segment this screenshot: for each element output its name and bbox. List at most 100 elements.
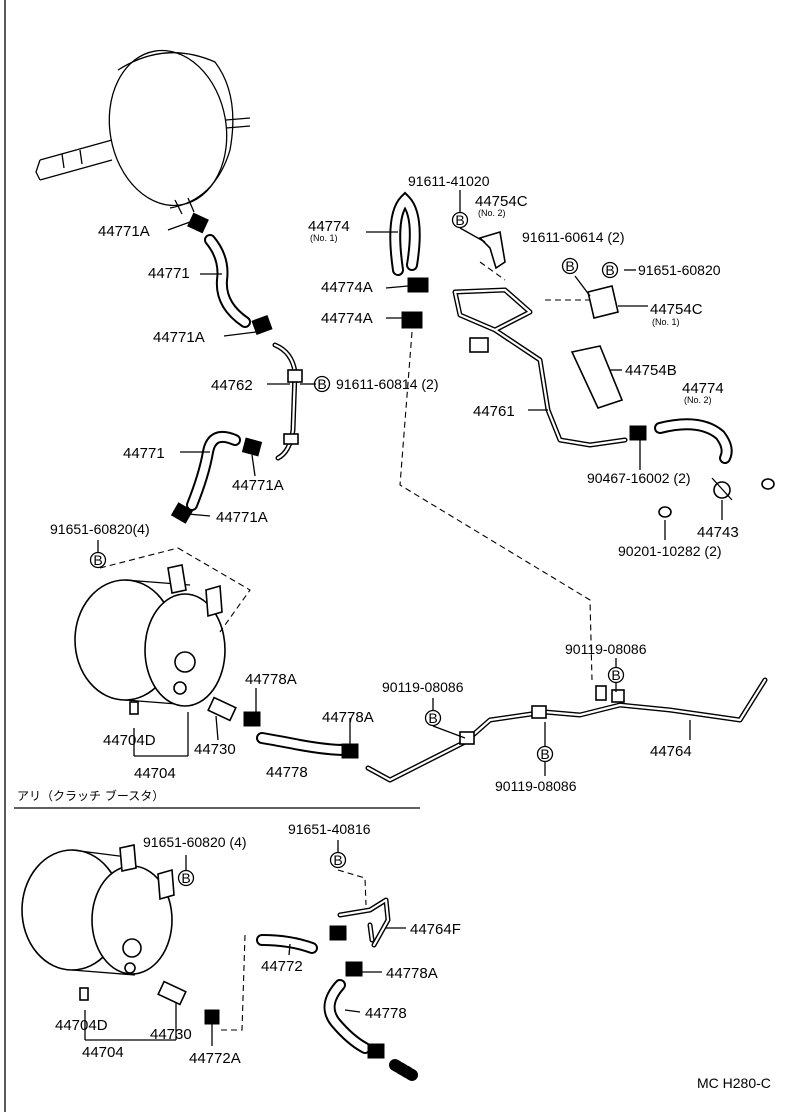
hose-44771-lower (186, 431, 241, 511)
bolt-symbol-91651-40816: B (329, 851, 347, 869)
label-44704-2: 44704 (82, 1044, 124, 1061)
label-44704D-2: 44704D (55, 1017, 108, 1034)
label-44778-2: 44778 (365, 1005, 407, 1022)
label-91651-40816: 91651-40816 (288, 821, 371, 837)
bracket-44754B (570, 345, 624, 409)
label-91651-60820: 91651-60820 (638, 262, 721, 278)
svg-text:B: B (455, 212, 464, 228)
clamp-44771A-2 (251, 315, 273, 335)
label-44704D-1: 44704D (103, 732, 156, 749)
label-91611-41020: 91611-41020 (408, 173, 490, 189)
label-44771-1: 44771 (148, 265, 190, 282)
bolt-symbol-91651-60820-4a: B (89, 551, 107, 569)
booster-44704-main (74, 564, 226, 715)
label-44754B: 44754B (625, 362, 677, 379)
label-91651-60820-4b: 91651-60820 (4) (143, 834, 247, 850)
svg-text:B: B (611, 667, 620, 683)
brake-booster (35, 49, 251, 215)
hose-44774-no1 (389, 191, 421, 276)
check-valve-44730-2 (157, 980, 187, 1006)
label-44730-1: 44730 (194, 741, 236, 758)
bracket-44754C-no2 (478, 230, 506, 270)
hose-44771-upper (204, 234, 251, 328)
bolt-symbol-90119-08086-b: B (607, 666, 625, 684)
bolt-symbol-91651-60820-a: B (601, 261, 619, 279)
bolt-symbol-91611-41020: B (451, 211, 469, 229)
svg-text:B: B (540, 746, 549, 762)
label-44774-no1-note: (No. 1) (310, 233, 338, 243)
section-title-clutch-booster: アリ（クラッチ ブースタ） (17, 788, 164, 803)
label-44771A-3: 44771A (232, 477, 284, 494)
label-44762: 44762 (211, 377, 253, 394)
label-44772: 44772 (261, 958, 303, 975)
clamp-44778A-1 (243, 711, 261, 727)
clamp-44778A-4 (367, 1043, 385, 1059)
label-44754C-no1-note: (No. 1) (652, 317, 680, 327)
label-44730-2: 44730 (150, 1026, 192, 1043)
label-90119-08086-a: 90119-08086 (382, 679, 464, 695)
svg-text:B: B (317, 376, 326, 392)
label-44704-1: 44704 (134, 765, 176, 782)
pipe-44761 (452, 287, 628, 448)
label-91651-60820-4: 91651-60820(4) (50, 521, 150, 537)
label-44754C-no2: 44754C (475, 193, 528, 210)
check-valve-44730 (207, 696, 237, 722)
hose-44774-no2 (654, 418, 733, 464)
valve-44743 (711, 477, 733, 501)
label-44774A-2: 44774A (321, 310, 373, 327)
clamp-44771A-3 (241, 437, 263, 457)
label-44774-no1: 44774 (308, 218, 350, 235)
clamp-90467-16002 (629, 425, 647, 441)
clamp-44778A-2 (341, 743, 359, 759)
svg-text:B: B (181, 870, 190, 886)
pipe-stub (389, 1059, 418, 1081)
label-44764: 44764 (650, 743, 692, 760)
svg-text:B: B (333, 852, 342, 868)
washer-90201-10282 (658, 478, 775, 518)
clamp-44774A-2 (401, 311, 423, 329)
clamp-44771A-4 (170, 502, 194, 524)
svg-text:B: B (93, 552, 102, 568)
label-44771A-4: 44771A (216, 509, 268, 526)
label-44774-no2-note: (No. 2) (684, 395, 712, 405)
hose-44778-2 (323, 979, 371, 1054)
diagram-code: MC H280-C (697, 1075, 771, 1091)
label-90467-16002: 90467-16002 (2) (587, 470, 691, 486)
svg-text:B: B (428, 710, 437, 726)
label-44771A-1: 44771A (98, 223, 150, 240)
label-44774-no2: 44774 (682, 380, 724, 397)
bolt-symbol-90119-08086-c: B (536, 745, 554, 763)
label-44754C-no1: 44754C (650, 301, 703, 318)
label-90201-10282: 90201-10282 (2) (618, 543, 722, 559)
clamp-44771A-1 (187, 212, 209, 234)
part-labels: 44771A 44771 44771A 44762 91611-60814 (2… (17, 173, 771, 1091)
dash-route-top (399, 331, 593, 681)
label-91611-60614: 91611-60614 (2) (522, 229, 624, 245)
label-44761: 44761 (473, 403, 515, 420)
label-44778A-3: 44778A (386, 965, 438, 982)
bolt-symbol-91611-60814: B (313, 375, 331, 393)
pipe-44764F (329, 897, 391, 948)
clamp-44774A-1 (407, 277, 429, 293)
label-44764F: 44764F (410, 921, 461, 938)
label-90119-08086-c: 90119-08086 (495, 778, 577, 794)
bolt-symbol-91651-60820-4b: B (177, 869, 195, 887)
label-44772A: 44772A (189, 1050, 241, 1067)
pipe-44762 (272, 342, 303, 461)
pipe-44764 (365, 677, 768, 783)
bolt-symbol-90119-08086-a: B (424, 709, 442, 727)
clamp-44772A (204, 1009, 220, 1025)
bolt-symbol-91611-60614: B (561, 257, 579, 275)
leader-lines (84, 190, 723, 1046)
bracket-44754C-no1 (587, 285, 619, 319)
booster-44704-clutch (21, 844, 175, 1001)
label-44778A-1: 44778A (245, 671, 297, 688)
label-44771-2: 44771 (123, 445, 165, 462)
label-90119-08086-b: 90119-08086 (565, 641, 647, 657)
label-91611-60814: 91611-60814 (2) (336, 376, 438, 392)
label-44754C-no2-note: (No. 2) (478, 208, 506, 218)
hose-44778 (256, 732, 351, 756)
label-44778-1: 44778 (266, 764, 308, 781)
clamp-44778A-3 (345, 961, 363, 977)
